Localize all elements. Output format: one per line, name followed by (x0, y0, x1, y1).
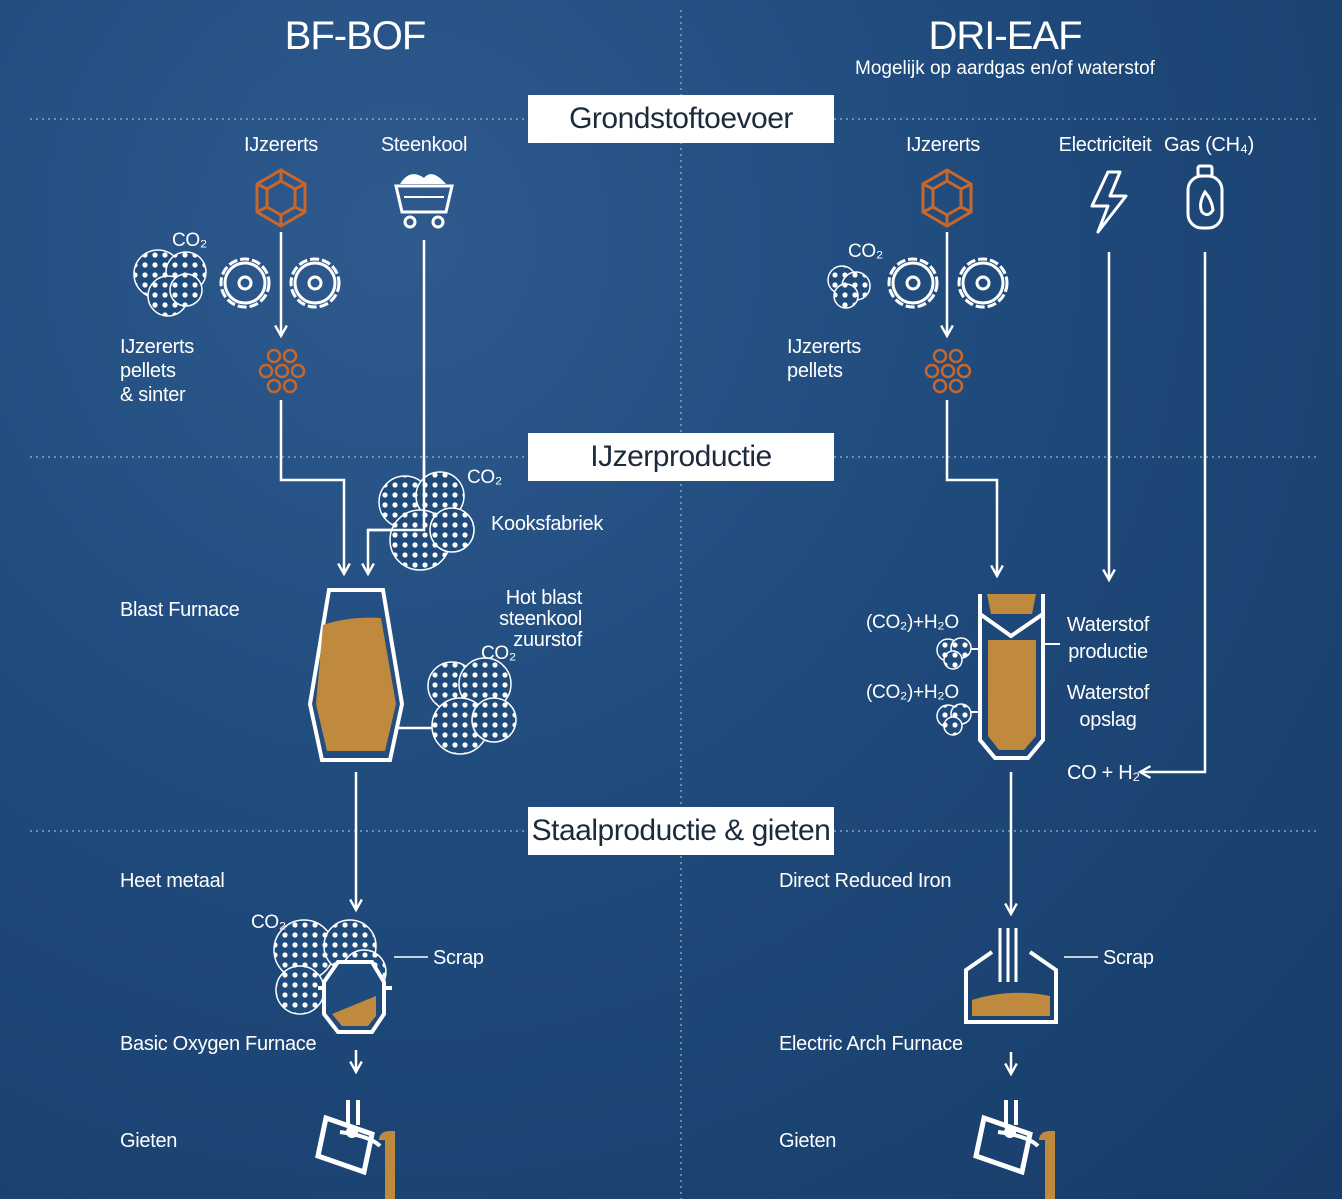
label-blast-furnace: Blast Furnace (120, 599, 240, 621)
label-syngas: CO + H₂ (1067, 762, 1140, 784)
blast-furnace-co2-cloud (427, 657, 517, 755)
label-iron-ore: IJzererts (244, 134, 318, 156)
label-electric-arc-furnace: Electric Arch Furnace (779, 1033, 963, 1055)
stage-banner-iron-production: IJzerproductie (528, 433, 834, 481)
blast-furnace-icon (307, 588, 436, 762)
label-emission: (CO₂)+H₂O (866, 682, 959, 703)
label-pellets-sinter: IJzererts pellets & sinter (120, 336, 194, 406)
ore-pellets-icon (924, 348, 972, 394)
co2-cloud-icon (827, 265, 871, 309)
bf-bof-title: BF-BOF (284, 14, 427, 58)
pelletizer-disc-icon (887, 257, 1009, 309)
casting-ladle-icon (973, 1100, 1055, 1199)
dri-eaf-subtitle: Mogelijk op aardgas en/of waterstof (855, 58, 1155, 79)
label-hydrogen-production: Waterstof productie (1066, 614, 1150, 663)
label-coal: Steenkool (380, 134, 468, 156)
label-hydrogen-storage: Waterstof opslag (1066, 682, 1150, 731)
coke-plant-co2-cloud (378, 471, 475, 571)
lightning-bolt-icon (1090, 170, 1128, 234)
label-casting: Gieten (779, 1130, 837, 1152)
label-co2: CO₂ (467, 467, 502, 488)
section-divider-lines (30, 10, 1320, 1199)
label-casting: Gieten (120, 1130, 178, 1152)
label-iron-ore: IJzererts (906, 134, 980, 156)
casting-ladle-icon (315, 1100, 395, 1199)
label-co2: CO₂ (172, 230, 207, 251)
gas-cylinder-icon (1186, 164, 1224, 230)
stage-banner-steel-production: Staalproductie & gieten (528, 807, 834, 855)
label-direct-reduced-iron: Direct Reduced Iron (779, 870, 952, 892)
label-basic-oxygen-furnace: Basic Oxygen Furnace (120, 1033, 317, 1055)
emission-cloud-icon (936, 637, 972, 736)
label-pellets: IJzererts pellets (787, 336, 861, 382)
label-co2: CO₂ (251, 912, 286, 933)
co2-cloud-icon (133, 249, 207, 317)
ore-crystal-icon (255, 168, 307, 228)
label-co2: CO₂ (481, 643, 516, 664)
label-coke-plant: Kooksfabriek (491, 513, 604, 535)
electric-arc-furnace-icon (964, 928, 1098, 1024)
basic-oxygen-furnace-icon (318, 956, 428, 1034)
label-gas: Gas (CH₄) (1164, 134, 1254, 156)
label-scrap: Scrap (1103, 947, 1154, 969)
label-electricity: Electriciteit (1058, 134, 1152, 156)
label-scrap: Scrap (433, 947, 484, 969)
label-hot-metal: Heet metaal (120, 870, 225, 892)
ore-crystal-icon (921, 168, 973, 228)
coal-cart-icon (394, 174, 454, 229)
label-emission: (CO₂)+H₂O (866, 612, 959, 633)
stage-banner-raw-materials: Grondstoftoevoer (528, 95, 834, 143)
dri-eaf-title: DRI-EAF (928, 14, 1083, 58)
dri-flow-arrows (947, 232, 1207, 1074)
ore-pellets-icon (258, 348, 306, 394)
pelletizer-disc-icon (219, 257, 341, 309)
label-hot-blast: Hot blast steenkool zuurstof (499, 587, 582, 651)
label-co2: CO₂ (848, 241, 883, 262)
shaft-furnace-icon (968, 594, 1060, 760)
